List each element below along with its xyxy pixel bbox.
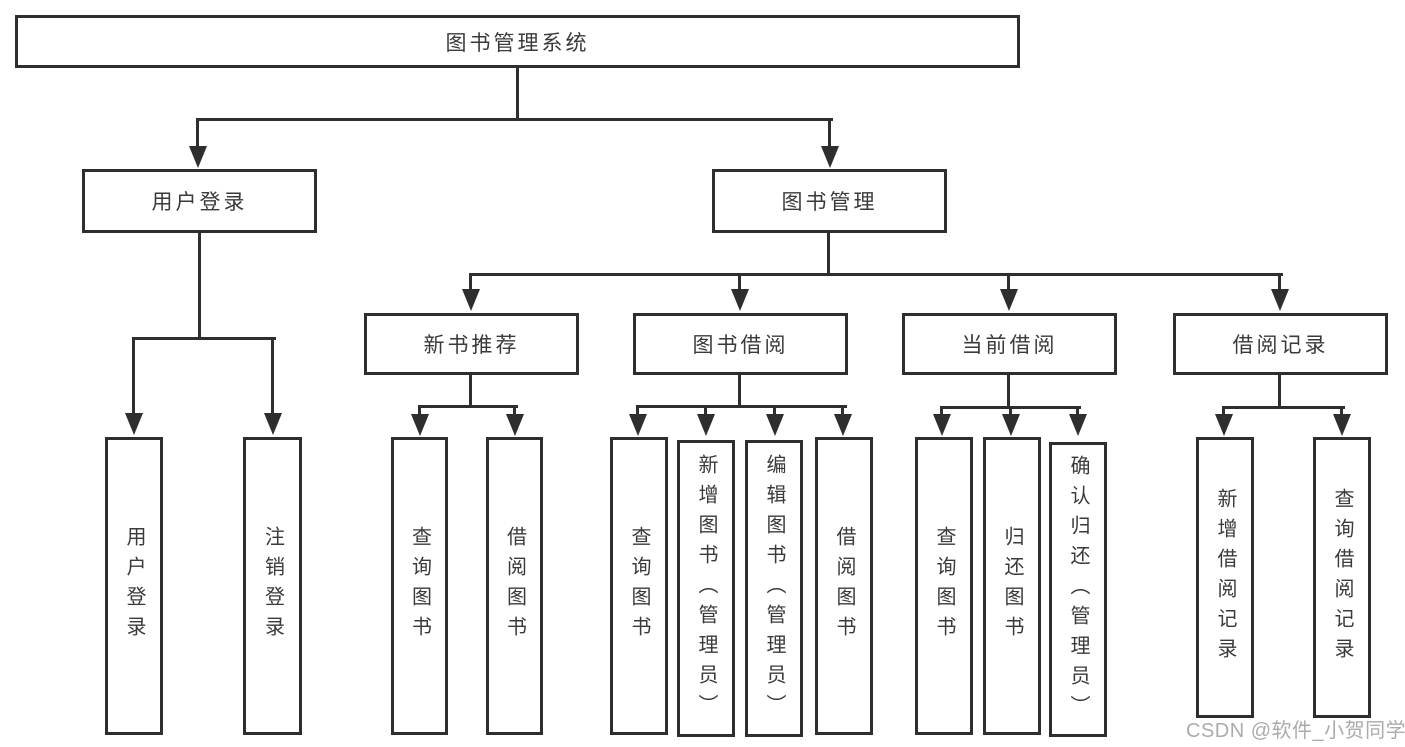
arrowhead-to-leaf-query-books-1: [411, 414, 429, 436]
leaf-label: 查询图书: [933, 526, 955, 646]
arrowhead-to-leaf-edit-book: [766, 414, 784, 436]
connector-book-management-stem: [827, 233, 830, 273]
connector-to-leaf-add-book: [704, 405, 707, 417]
connector-to-new-book-recommend: [469, 273, 472, 291]
leaf-label: 借阅图书: [833, 526, 855, 646]
connector-to-leaf-edit-book: [773, 405, 776, 417]
csdn-watermark: CSDN @软件_小贺同学: [1186, 720, 1405, 742]
node-label: 图书管理系统: [445, 31, 590, 55]
connector-to-leaf-logout: [271, 337, 274, 415]
node-current-borrow: 当前借阅: [902, 313, 1117, 375]
node-book-borrow: 图书借阅: [633, 313, 848, 375]
connector-user-login-rail: [132, 337, 276, 340]
arrowhead-to-leaf-borrow-books-2: [834, 414, 852, 436]
arrowhead-to-leaf-confirm-return: [1069, 414, 1087, 436]
leaf-label: 查询图书: [408, 526, 431, 646]
leaf-label: 新增借阅记录: [1214, 487, 1236, 668]
arrowhead-to-leaf-add-book: [697, 414, 715, 436]
arrowhead-to-leaf-query-books-3: [933, 414, 951, 436]
leaf-borrow-books-1: 借阅图书: [486, 437, 543, 735]
connector-level3-rail: [469, 273, 1283, 276]
arrowhead-to-borrow-records: [1271, 289, 1289, 311]
connector-to-book-management: [828, 118, 831, 148]
node-label: 当前借阅: [961, 334, 1058, 357]
node-label: 新书推荐: [423, 334, 520, 357]
leaf-logout: 注销登录: [243, 437, 302, 735]
connector-to-leaf-return-book: [1009, 406, 1012, 417]
connector-to-user-login: [196, 118, 199, 148]
leaf-label: 确认归还（管理员）: [1067, 454, 1089, 725]
connector-to-leaf-query-books-1: [418, 405, 421, 417]
leaf-add-book-admin: 新增图书（管理员）: [677, 440, 735, 737]
connector-to-leaf-borrow-books-1: [513, 405, 516, 417]
connector-to-leaf-query-books-2: [636, 405, 639, 417]
arrowhead-to-new-book-recommend: [462, 289, 480, 311]
node-user-login: 用户登录: [82, 169, 317, 233]
leaf-query-books-1: 查询图书: [391, 437, 448, 735]
node-borrow-records: 借阅记录: [1173, 313, 1388, 375]
connector-borrow-records-stem: [1278, 375, 1281, 406]
leaf-label: 查询借阅记录: [1331, 487, 1353, 668]
leaf-borrow-books-2: 借阅图书: [815, 437, 873, 735]
leaf-add-borrow-record: 新增借阅记录: [1196, 437, 1254, 718]
node-label: 图书管理: [781, 191, 878, 214]
leaf-label: 编辑图书（管理员）: [763, 453, 785, 724]
leaf-label: 新增图书（管理员）: [695, 453, 717, 724]
connector-to-leaf-query-record: [1340, 406, 1343, 417]
arrowhead-to-leaf-logout: [264, 413, 282, 435]
connector-user-login-stem: [198, 233, 201, 337]
leaf-label: 归还图书: [1001, 526, 1023, 646]
connector-to-leaf-query-books-3: [940, 406, 943, 417]
node-library-system: 图书管理系统: [15, 15, 1020, 68]
connector-level2-rail: [196, 118, 833, 121]
node-label: 借阅记录: [1232, 334, 1329, 357]
connector-to-book-borrow: [738, 273, 741, 291]
arrowhead-to-leaf-return-book: [1002, 414, 1020, 436]
node-label: 图书借阅: [692, 334, 789, 357]
connector-to-borrow-records: [1278, 273, 1281, 291]
leaf-return-book: 归还图书: [983, 437, 1041, 735]
node-label: 用户登录: [151, 191, 248, 214]
leaf-label: 用户登录: [123, 526, 145, 646]
arrowhead-to-user-login: [189, 146, 207, 168]
leaf-query-borrow-record: 查询借阅记录: [1313, 437, 1371, 718]
connector-new-book-recommend-rail: [418, 405, 518, 408]
connector-root-stem: [516, 68, 519, 118]
connector-to-leaf-confirm-return: [1076, 406, 1079, 417]
leaf-label: 借阅图书: [503, 526, 526, 646]
arrowhead-to-leaf-query-books-2: [629, 414, 647, 436]
connector-book-borrow-rail: [636, 405, 847, 408]
leaf-label: 注销登录: [261, 526, 284, 646]
leaf-query-books-2: 查询图书: [610, 437, 668, 735]
arrowhead-to-leaf-borrow-books-1: [506, 414, 524, 436]
leaf-confirm-return-admin: 确认归还（管理员）: [1049, 442, 1107, 737]
connector-to-leaf-add-record: [1222, 406, 1225, 417]
connector-to-current-borrow: [1007, 273, 1010, 291]
connector-book-borrow-stem: [738, 375, 741, 405]
connector-to-leaf-user-login: [132, 337, 135, 415]
leaf-query-books-3: 查询图书: [915, 437, 973, 735]
arrowhead-to-leaf-user-login: [125, 413, 143, 435]
connector-borrow-records-rail: [1222, 406, 1345, 409]
node-new-book-recommend: 新书推荐: [364, 313, 579, 375]
arrowhead-to-current-borrow: [1000, 289, 1018, 311]
arrowhead-to-book-borrow: [731, 289, 749, 311]
leaf-edit-book-admin: 编辑图书（管理员）: [745, 440, 803, 737]
connector-new-book-recommend-stem: [469, 375, 472, 405]
connector-to-leaf-borrow-books-2: [841, 405, 844, 417]
arrowhead-to-leaf-query-record: [1333, 414, 1351, 436]
leaf-user-login: 用户登录: [105, 437, 163, 735]
connector-current-borrow-stem: [1007, 375, 1010, 406]
arrowhead-to-book-management: [821, 146, 839, 168]
node-book-management: 图书管理: [712, 169, 947, 233]
arrowhead-to-leaf-add-record: [1215, 414, 1233, 436]
leaf-label: 查询图书: [628, 526, 650, 646]
